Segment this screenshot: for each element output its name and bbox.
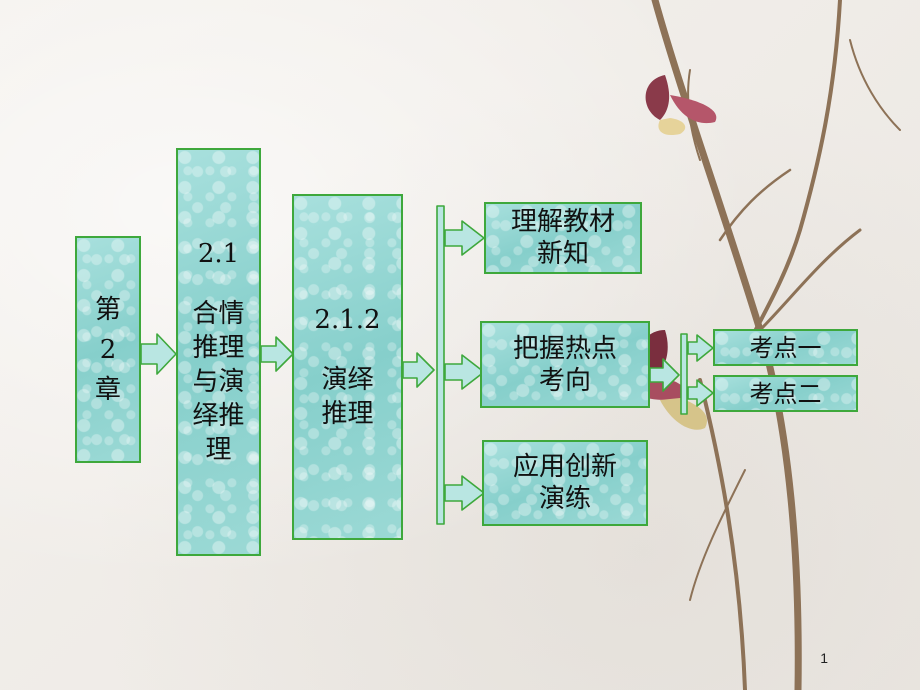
arrow-to-item-2 bbox=[444, 354, 485, 390]
item-line: 把握热点 bbox=[512, 333, 617, 364]
section-line: 与演 bbox=[192, 367, 245, 397]
subsection-box: 2.1.2 演绎 推理 bbox=[292, 194, 403, 540]
bracket-bar bbox=[436, 205, 445, 525]
subsection-line: 推理 bbox=[321, 399, 374, 429]
section-line: 绎推 bbox=[192, 401, 245, 431]
subsection-number: 2.1.2 bbox=[314, 305, 381, 335]
point-box-2: 考点二 bbox=[713, 375, 858, 412]
chapter-box: 第 2 章 bbox=[75, 236, 141, 463]
chapter-line: 第 bbox=[94, 294, 121, 325]
arrow-to-item-3 bbox=[444, 475, 485, 511]
item-box-hotspots: 把握热点 考向 bbox=[480, 321, 650, 408]
chapter-line: 章 bbox=[94, 374, 121, 405]
section-line: 合情 bbox=[192, 299, 245, 329]
chapter-line: 2 bbox=[99, 334, 117, 365]
arrow-subsection-to-bracket bbox=[402, 352, 435, 388]
section-box: 2.1 合情 推理 与演 绎推 理 bbox=[176, 148, 261, 556]
point-label: 考点一 bbox=[749, 333, 822, 362]
item-line: 应用创新 bbox=[512, 452, 617, 482]
item-line: 考向 bbox=[538, 365, 591, 396]
item-line: 理解教材 bbox=[510, 207, 615, 237]
section-number: 2.1 bbox=[197, 239, 240, 269]
arrow-item-to-points bbox=[649, 358, 680, 392]
subsection-line: 演绎 bbox=[321, 365, 374, 395]
arrow-to-item-1 bbox=[444, 220, 485, 256]
item-line: 演练 bbox=[538, 484, 591, 514]
point-label: 考点二 bbox=[749, 379, 822, 408]
item-box-practice: 应用创新 演练 bbox=[482, 440, 648, 526]
item-line: 新知 bbox=[536, 239, 589, 269]
arrow-to-point-2 bbox=[687, 379, 714, 407]
point-box-1: 考点一 bbox=[713, 329, 858, 366]
section-line: 推理 bbox=[192, 333, 245, 363]
arrow-to-point-1 bbox=[687, 334, 714, 362]
page-number: 1 bbox=[820, 650, 828, 666]
item-box-understand: 理解教材 新知 bbox=[484, 202, 642, 274]
section-line: 理 bbox=[205, 435, 232, 465]
arrow-section-to-subsection bbox=[260, 336, 294, 372]
butterfly-top-icon bbox=[645, 75, 717, 136]
points-bracket-bar bbox=[680, 333, 688, 415]
arrow-chapter-to-section bbox=[140, 333, 177, 375]
